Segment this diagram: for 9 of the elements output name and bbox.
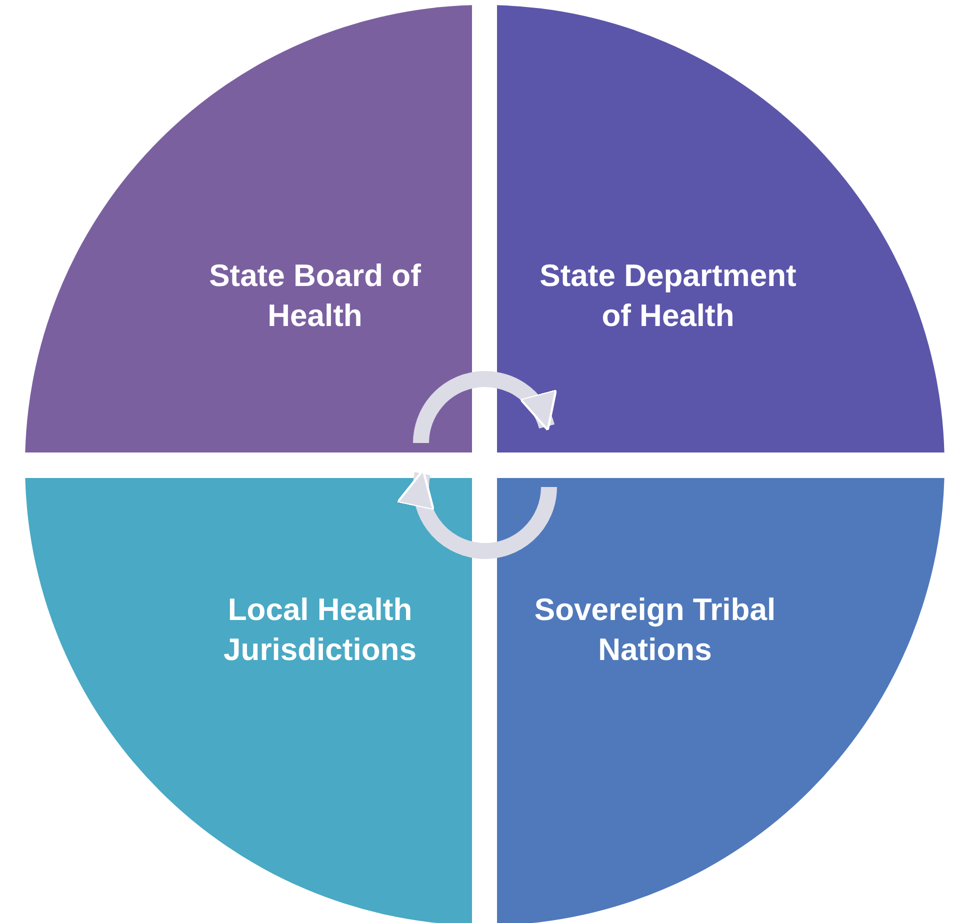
- segment-label: State Board of Health: [208, 257, 422, 335]
- quadrant-segment: [497, 478, 944, 923]
- segment-label: Local Health Jurisdictions: [222, 591, 418, 669]
- segment-label: Sovereign Tribal Nations: [533, 591, 777, 669]
- quadrant-segment: [24, 5, 472, 452]
- cycle-arrow: [413, 371, 555, 444]
- quadrant-segment: [24, 478, 472, 923]
- segment-label: State Department of Health: [538, 257, 798, 335]
- quadrant-segment: [497, 5, 944, 452]
